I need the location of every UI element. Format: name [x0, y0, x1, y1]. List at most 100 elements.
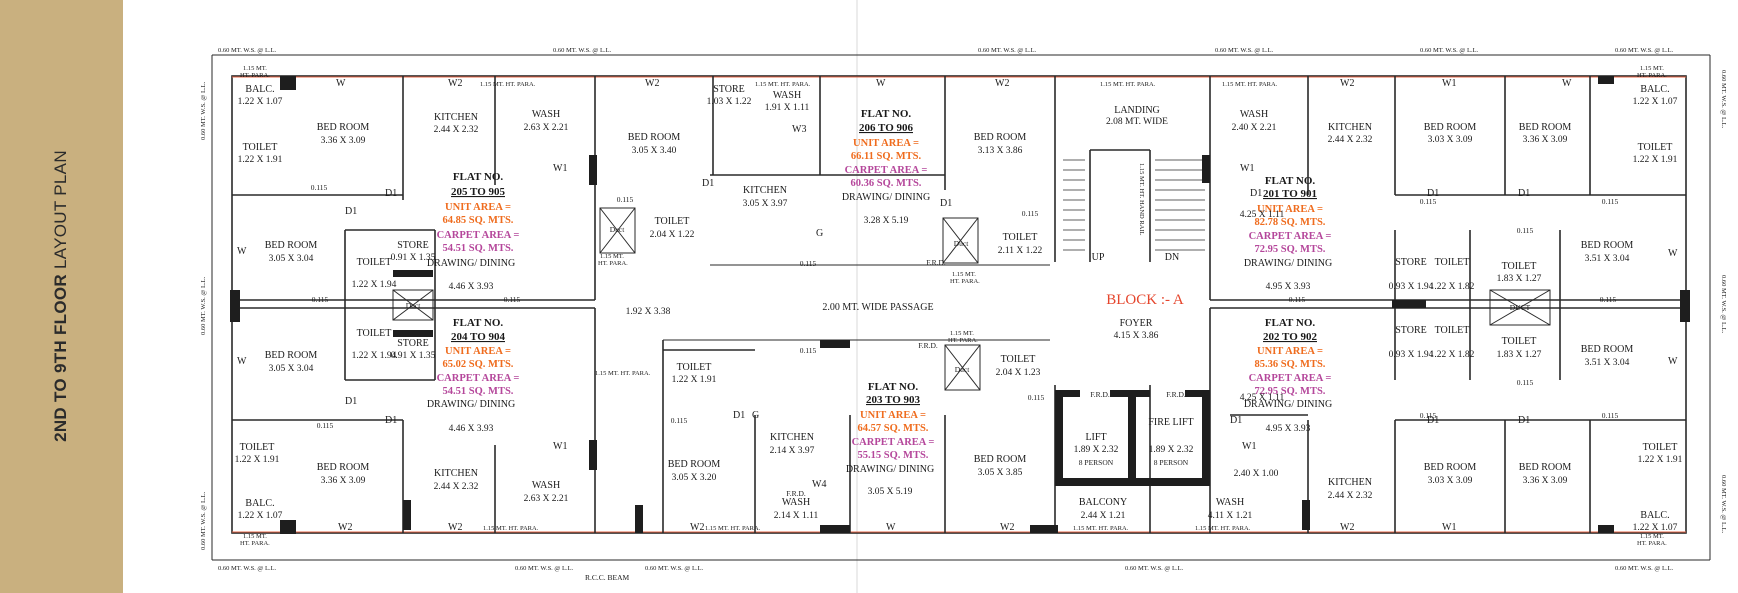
svg-text:STORE: STORE [397, 240, 429, 251]
columns [230, 76, 1690, 534]
para-short: 1.15 MT. [952, 271, 976, 278]
svg-text:8 PERSON: 8 PERSON [1154, 458, 1189, 467]
svg-text:0.115: 0.115 [1602, 197, 1619, 206]
svg-text:1.22 X 1.91: 1.22 X 1.91 [1633, 155, 1678, 165]
svg-text:DRAWING/ DINING: DRAWING/ DINING [1244, 399, 1332, 410]
flat-206: FLAT NO. 206 TO 906 UNIT AREA = 66.11 SQ… [845, 108, 928, 189]
svg-text:DRAWING/ DINING: DRAWING/ DINING [846, 464, 934, 475]
svg-text:54.51 SQ. MTS.: 54.51 SQ. MTS. [443, 386, 514, 397]
svg-text:TOILET: TOILET [357, 257, 392, 268]
svg-text:W1: W1 [1240, 163, 1254, 174]
svg-text:3.05 X 3.97: 3.05 X 3.97 [743, 199, 788, 209]
svg-text:TOILET: TOILET [1502, 261, 1537, 272]
para-short: 1.15 MT. [950, 330, 974, 337]
para-note: 1.15 MT. HT. PARA. [480, 81, 536, 88]
svg-text:0.115: 0.115 [317, 421, 334, 430]
svg-text:2.63 X 2.21: 2.63 X 2.21 [524, 494, 569, 504]
svg-text:3.36 X 3.09: 3.36 X 3.09 [321, 136, 366, 146]
svg-text:60.36 SQ. MTS.: 60.36 SQ. MTS. [851, 178, 922, 189]
svg-text:W1: W1 [1442, 78, 1456, 89]
svg-text:D1: D1 [385, 188, 397, 199]
svg-text:BED ROOM: BED ROOM [1424, 122, 1477, 133]
svg-text:KITCHEN: KITCHEN [1328, 477, 1372, 488]
svg-text:0.115: 0.115 [1602, 411, 1619, 420]
svg-text:WASH: WASH [773, 90, 801, 101]
svg-text:BED ROOM: BED ROOM [1581, 344, 1634, 355]
ws-note: 0.60 MT. W.S. @ L.L. [553, 47, 612, 54]
svg-text:BED ROOM: BED ROOM [628, 132, 681, 143]
para-note: 1.15 MT. HT. PARA. [1100, 81, 1156, 88]
svg-text:TOILET: TOILET [1435, 257, 1470, 268]
para-note: 1.15 MT. HT. PARA. [595, 370, 651, 377]
svg-text:W2: W2 [995, 78, 1009, 89]
svg-text:1.83 X 1.27: 1.83 X 1.27 [1497, 350, 1542, 360]
svg-text:4.11 X 1.21: 4.11 X 1.21 [1208, 511, 1253, 521]
svg-text:3.36 X 3.09: 3.36 X 3.09 [1523, 135, 1568, 145]
svg-text:3.05 X 3.04: 3.05 X 3.04 [269, 364, 314, 374]
para-short: 1.15 MT. [1640, 533, 1664, 540]
stairs [1063, 159, 1205, 251]
svg-text:TOILET: TOILET [1502, 336, 1537, 347]
svg-text:W1: W1 [553, 441, 567, 452]
svg-text:4.25 X 1.11: 4.25 X 1.11 [1240, 210, 1285, 220]
svg-text:W: W [1668, 356, 1678, 367]
svg-text:3.36 X 3.09: 3.36 X 3.09 [1523, 476, 1568, 486]
svg-text:DRAWING/ DINING: DRAWING/ DINING [427, 258, 515, 269]
ws-note-vertical: 0.60 MT. W.S. @ L.L. [200, 81, 207, 140]
ws-note-vertical: 0.60 MT. W.S. @ L.L. [200, 491, 207, 550]
para-short: HT. PARA. [240, 540, 270, 547]
svg-text:3.51 X 3.04: 3.51 X 3.04 [1585, 358, 1630, 368]
svg-text:206 TO 906: 206 TO 906 [859, 122, 913, 134]
svg-text:3.05 X 3.04: 3.05 X 3.04 [269, 254, 314, 264]
flat-204: FLAT NO. 204 TO 904 UNIT AREA = 65.02 SQ… [437, 317, 520, 397]
svg-text:BALC.: BALC. [245, 84, 274, 95]
svg-text:1.22 X 1.91: 1.22 X 1.91 [672, 375, 717, 385]
svg-text:UNIT AREA =: UNIT AREA = [853, 138, 919, 149]
svg-text:1.22 X 1.91: 1.22 X 1.91 [1638, 455, 1683, 465]
svg-text:F.R.D.: F.R.D. [1090, 390, 1110, 399]
svg-text:3.05 X 5.19: 3.05 X 5.19 [868, 487, 913, 497]
svg-text:4.46 X 3.93: 4.46 X 3.93 [449, 282, 494, 292]
room-labels: BED ROOM 3.36 X 3.09 KITCHEN 2.44 X 2.32 W… [235, 84, 1683, 533]
svg-text:CARPET AREA =: CARPET AREA = [852, 437, 935, 448]
svg-text:3.05 X 3.40: 3.05 X 3.40 [632, 146, 677, 156]
ws-note: 0.60 MT. W.S. @ L.L. [978, 47, 1037, 54]
svg-text:F.R.D.: F.R.D. [926, 258, 946, 267]
svg-text:0.115: 0.115 [504, 295, 521, 304]
svg-text:BED ROOM: BED ROOM [1519, 462, 1572, 473]
svg-text:STORE: STORE [713, 84, 745, 95]
svg-text:1.83 X 1.27: 1.83 X 1.27 [1497, 274, 1542, 284]
lift-shafts [1055, 390, 1210, 486]
svg-text:W2: W2 [645, 78, 659, 89]
svg-text:1.22 X 1.82: 1.22 X 1.82 [1430, 350, 1475, 360]
svg-text:W: W [336, 78, 346, 89]
svg-text:0.115: 0.115 [1517, 226, 1534, 235]
svg-text:LANDING: LANDING [1114, 105, 1160, 116]
svg-text:CARPET AREA =: CARPET AREA = [845, 165, 928, 176]
svg-text:1.22 X 1.07: 1.22 X 1.07 [238, 97, 283, 107]
svg-text:FIRE LIFT: FIRE LIFT [1148, 417, 1193, 428]
svg-text:W1: W1 [1442, 522, 1456, 533]
svg-text:DRAWING/ DINING: DRAWING/ DINING [427, 399, 515, 410]
svg-text:CARPET AREA =: CARPET AREA = [1249, 373, 1332, 384]
svg-text:W2: W2 [1000, 522, 1014, 533]
svg-text:54.51 SQ. MTS.: 54.51 SQ. MTS. [443, 243, 514, 254]
svg-text:85.36 SQ. MTS.: 85.36 SQ. MTS. [1255, 359, 1326, 370]
svg-text:2.04 X 1.22: 2.04 X 1.22 [650, 230, 695, 240]
duct-shapes [392, 207, 1551, 391]
svg-text:CARPET AREA =: CARPET AREA = [1249, 231, 1332, 242]
svg-text:WASH: WASH [1216, 497, 1244, 508]
svg-text:0.115: 0.115 [312, 295, 329, 304]
svg-text:UP: UP [1092, 252, 1105, 263]
svg-text:2.40 X 1.00: 2.40 X 1.00 [1234, 469, 1279, 479]
svg-text:KITCHEN: KITCHEN [743, 185, 787, 196]
svg-text:1.89 X 2.32: 1.89 X 2.32 [1149, 445, 1194, 455]
svg-text:BED ROOM: BED ROOM [317, 122, 370, 133]
svg-text:4.15 X 3.86: 4.15 X 3.86 [1114, 331, 1159, 341]
svg-text:66.11 SQ. MTS.: 66.11 SQ. MTS. [851, 151, 922, 162]
svg-text:8 PERSON: 8 PERSON [1079, 458, 1114, 467]
svg-text:1.03 X 1.22: 1.03 X 1.22 [707, 97, 752, 107]
svg-text:W: W [1668, 248, 1678, 259]
svg-text:2.44 X 2.32: 2.44 X 2.32 [1328, 491, 1373, 501]
